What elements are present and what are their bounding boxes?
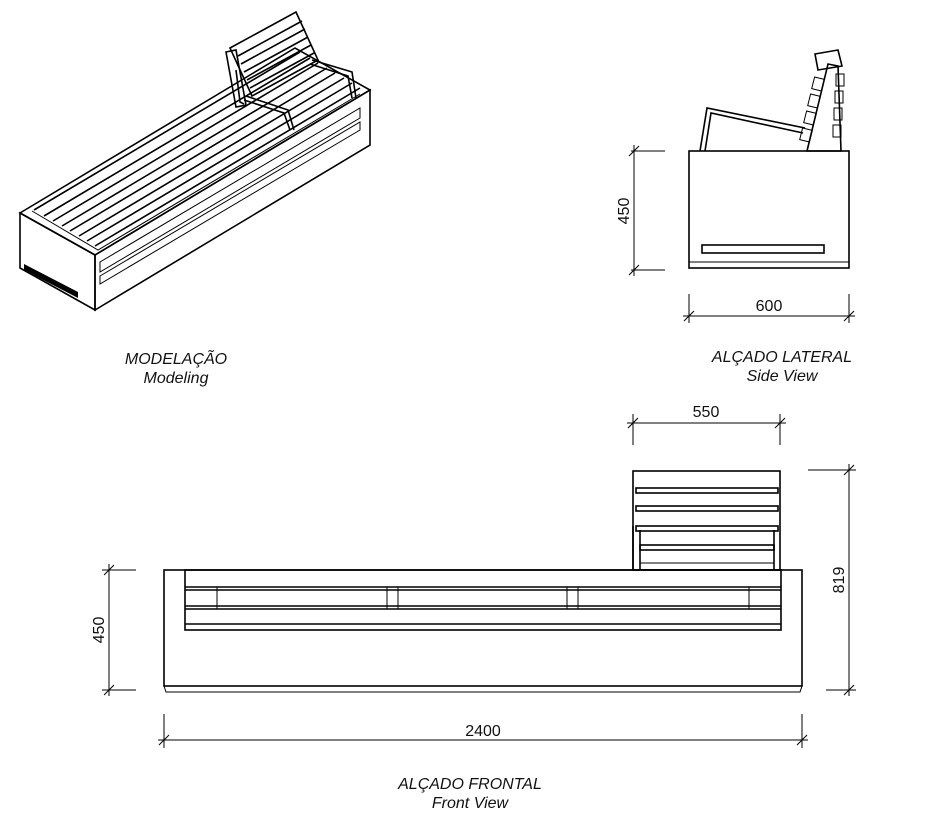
side-width-dimension: 600 [683, 294, 855, 323]
base-side-face [94, 88, 371, 312]
side-slot [701, 244, 825, 254]
side-body [688, 150, 850, 269]
side-view-title: ALÇADO LATERAL [711, 349, 853, 366]
modeling-title: MODELAÇÃO [124, 351, 228, 368]
front-view-caption: ALÇADO FRONTAL Front View [370, 775, 570, 813]
base-front-face [19, 211, 96, 312]
front-view: 550 819 450 2400 [91, 404, 856, 748]
backrest-width-label: 550 [693, 404, 720, 421]
total-length-label: 2400 [465, 723, 501, 740]
modeling-caption: MODELAÇÃO Modeling [96, 350, 256, 388]
side-height-label: 450 [616, 198, 633, 225]
isometric-model [18, 10, 372, 312]
side-backrest [799, 49, 845, 152]
front-seat [184, 569, 782, 631]
front-view-title: ALÇADO FRONTAL [398, 776, 542, 793]
seat-slats [33, 51, 361, 247]
base-plinth-slot [24, 264, 78, 298]
base-top-face [18, 47, 372, 256]
modeling-subtitle: Modeling [143, 370, 209, 387]
side-view: 450 600 [616, 49, 855, 323]
side-height-dimension: 450 [616, 145, 665, 276]
side-width-label: 600 [756, 298, 783, 315]
front-height-dimension: 450 [91, 564, 136, 696]
total-height-label: 819 [831, 567, 848, 594]
front-backrest [632, 470, 781, 571]
front-height-label: 450 [91, 617, 108, 644]
side-view-caption: ALÇADO LATERAL Side View [692, 348, 872, 386]
isometric-backrest [225, 10, 357, 131]
side-view-subtitle: Side View [746, 368, 818, 385]
total-length-dimension: 2400 [158, 714, 808, 748]
backrest-width-dimension: 550 [627, 404, 786, 445]
front-view-subtitle: Front View [431, 795, 509, 812]
total-height-dimension: 819 [808, 464, 856, 696]
